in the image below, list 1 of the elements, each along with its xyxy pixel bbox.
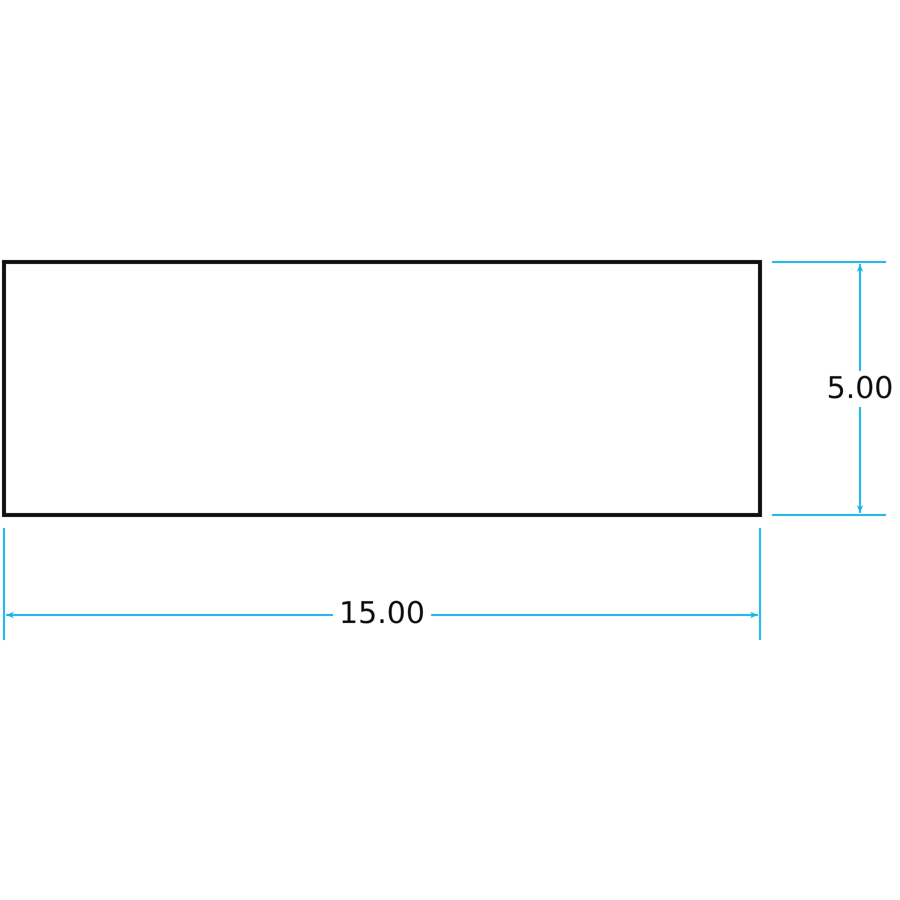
- rectangle-outline: [2, 260, 762, 517]
